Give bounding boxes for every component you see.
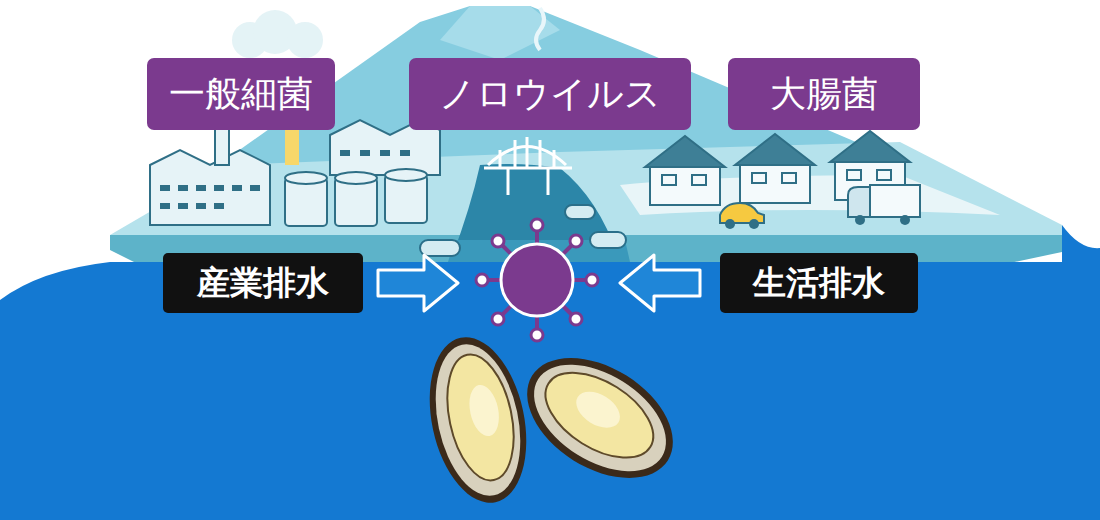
house bbox=[782, 173, 796, 183]
bridge bbox=[553, 150, 556, 168]
factory bbox=[178, 203, 188, 209]
house bbox=[662, 175, 676, 185]
virus-icon bbox=[501, 244, 573, 316]
truck bbox=[870, 185, 920, 217]
label-text: ノロウイルス bbox=[439, 74, 661, 114]
virus-icon bbox=[492, 313, 504, 325]
label-text: 産業排水 bbox=[197, 265, 329, 301]
factory bbox=[178, 185, 188, 191]
house bbox=[735, 134, 815, 165]
river bbox=[565, 205, 595, 219]
sea bbox=[1062, 225, 1100, 262]
factory bbox=[250, 185, 260, 191]
bridge bbox=[526, 137, 529, 168]
factory bbox=[285, 172, 327, 184]
pathogen-label: ノロウイルス bbox=[409, 58, 691, 130]
factory bbox=[150, 115, 440, 226]
factory bbox=[335, 172, 377, 184]
factory bbox=[380, 150, 390, 156]
truck bbox=[848, 185, 920, 225]
factory bbox=[285, 178, 327, 226]
virus-icon bbox=[492, 235, 504, 247]
factory bbox=[335, 178, 377, 226]
house bbox=[645, 136, 725, 167]
label-text: 生活排水 bbox=[753, 265, 885, 301]
truck bbox=[900, 215, 910, 225]
oyster bbox=[416, 328, 541, 511]
virus-icon bbox=[570, 235, 582, 247]
sea bbox=[0, 225, 1100, 520]
oyster bbox=[416, 328, 541, 511]
virus-icon bbox=[476, 274, 488, 286]
factory bbox=[385, 169, 427, 181]
factory bbox=[400, 150, 410, 156]
oyster bbox=[515, 343, 684, 493]
factory bbox=[360, 150, 370, 156]
car bbox=[720, 203, 764, 229]
inflow-arrow bbox=[378, 255, 458, 311]
virus-icon bbox=[586, 274, 598, 286]
virus-icon bbox=[570, 313, 582, 325]
car bbox=[749, 219, 759, 229]
oyster bbox=[531, 355, 668, 475]
bridge bbox=[539, 140, 542, 168]
bridge bbox=[507, 168, 510, 195]
oyster bbox=[437, 348, 524, 486]
house bbox=[847, 170, 861, 180]
virus-icon bbox=[476, 219, 598, 341]
factory bbox=[214, 185, 224, 191]
oyster bbox=[570, 384, 627, 435]
factory bbox=[160, 203, 170, 209]
virus-icon bbox=[483, 226, 591, 334]
virus-icon bbox=[476, 219, 598, 341]
factory bbox=[385, 175, 427, 223]
oyster bbox=[506, 333, 695, 503]
factory bbox=[232, 185, 242, 191]
river bbox=[420, 240, 460, 256]
mountain bbox=[232, 10, 323, 58]
house bbox=[692, 175, 706, 185]
factory bbox=[160, 185, 170, 191]
land bbox=[110, 142, 1062, 265]
virus-icon bbox=[531, 329, 543, 341]
house bbox=[830, 131, 910, 162]
oyster bbox=[423, 336, 533, 503]
car bbox=[720, 203, 764, 223]
factory bbox=[285, 125, 299, 165]
oyster bbox=[465, 382, 503, 439]
factory bbox=[285, 169, 427, 226]
mountain bbox=[440, 6, 560, 60]
label-text: 一般細菌 bbox=[169, 74, 313, 114]
pathogen-label: 一般細菌 bbox=[147, 58, 335, 130]
oyster bbox=[506, 333, 695, 503]
bridge bbox=[547, 168, 550, 195]
truck bbox=[848, 187, 870, 217]
factory bbox=[196, 185, 206, 191]
truck bbox=[855, 215, 865, 225]
river bbox=[590, 232, 626, 248]
house bbox=[877, 170, 891, 180]
label-text: 大腸菌 bbox=[770, 74, 878, 114]
source-label: 産業排水 bbox=[163, 253, 363, 313]
factory bbox=[214, 203, 224, 209]
inflow-arrow bbox=[620, 255, 700, 311]
virus-icon bbox=[531, 219, 543, 231]
source-label: 生活排水 bbox=[720, 253, 918, 313]
bridge bbox=[484, 137, 572, 195]
factory bbox=[196, 203, 206, 209]
bridge bbox=[499, 150, 502, 168]
mountain bbox=[536, 8, 544, 50]
factory bbox=[150, 150, 270, 225]
pathogen-label: 大腸菌 bbox=[728, 58, 920, 130]
car bbox=[725, 219, 735, 229]
mountain bbox=[287, 22, 323, 58]
bridge bbox=[514, 140, 517, 168]
house bbox=[752, 173, 766, 183]
factory bbox=[340, 150, 350, 156]
